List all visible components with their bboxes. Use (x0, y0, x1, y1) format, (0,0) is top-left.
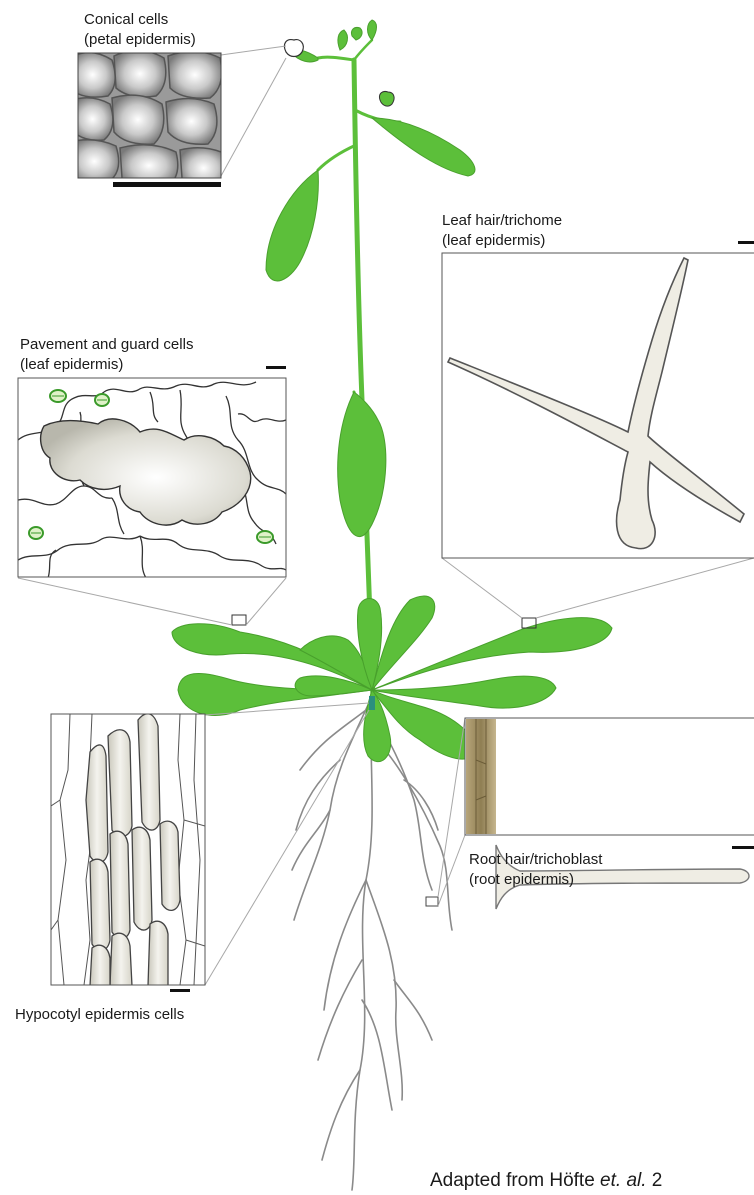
source-credit: Adapted from Höfte et. al. 2 (430, 1170, 662, 1192)
hypocotyl-base (369, 696, 375, 710)
trichome-subtitle: (leaf epidermis) (442, 231, 545, 250)
hypocotyl-panel (51, 714, 205, 992)
pavement-scale-bar (266, 366, 286, 369)
stem (318, 40, 400, 698)
pavement-cells-panel (18, 366, 286, 578)
leaf-markers (232, 615, 536, 628)
root-hair-marker (426, 897, 438, 906)
hypocotyl-title: Hypocotyl epidermis cells (15, 1005, 184, 1024)
hypocotyl-scale-bar (170, 989, 190, 992)
conical-scale-bar (113, 182, 221, 187)
root-hair-subtitle: (root epidermis) (469, 870, 574, 889)
root-system (292, 700, 452, 1190)
pavement-subtitle: (leaf epidermis) (20, 355, 123, 374)
conical-cells-panel (70, 50, 227, 188)
trichome-scale-bar (738, 241, 754, 244)
root-hair-scale-bar (732, 846, 754, 849)
root-hair-title: Root hair/trichoblast (469, 850, 602, 869)
trichome-title: Leaf hair/trichome (442, 211, 562, 230)
credit-prefix: Adapted from Höfte (430, 1170, 595, 1191)
conical-cells-title: Conical cells (84, 10, 168, 29)
credit-italic: et. al. (600, 1170, 646, 1191)
conical-cells-subtitle: (petal epidermis) (84, 30, 196, 49)
credit-suffix: 2 (647, 1170, 663, 1191)
trichome-panel (442, 241, 754, 558)
pavement-title: Pavement and guard cells (20, 335, 193, 354)
